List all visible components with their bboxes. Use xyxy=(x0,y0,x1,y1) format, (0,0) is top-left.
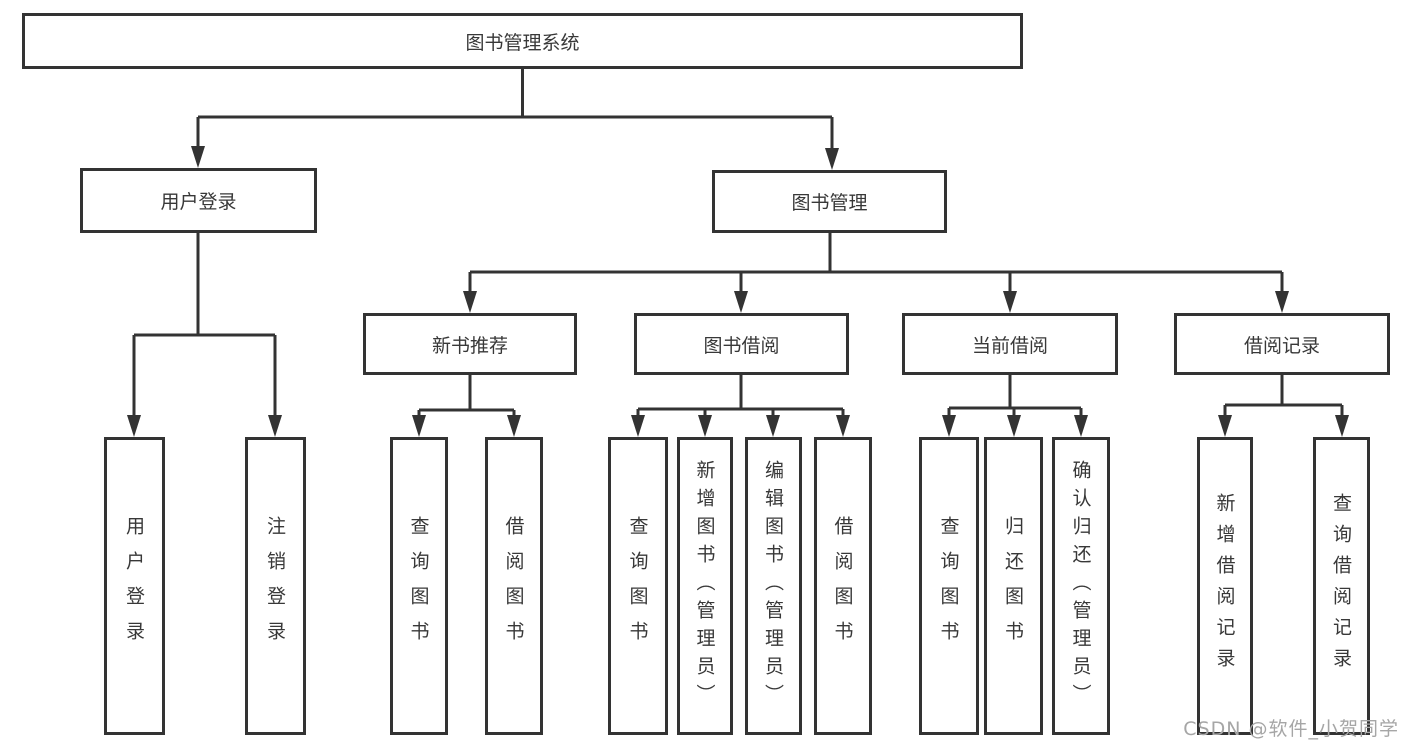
leaf-query-books-current: 查询图书 xyxy=(919,437,979,735)
leaf-confirm-return-admin-label: 确认归还（管理员） xyxy=(1069,460,1092,712)
leaf-query-books-recommend: 查询图书 xyxy=(390,437,448,735)
leaf-query-books-borrowing: 查询图书 xyxy=(608,437,668,735)
leaf-return-book-label: 归还图书 xyxy=(1002,516,1024,656)
leaf-user-login: 用户登录 xyxy=(104,437,165,735)
leaf-borrow-books-borrowing: 借阅图书 xyxy=(814,437,872,735)
node-root: 图书管理系统 xyxy=(22,13,1023,69)
leaf-add-borrow-record-label: 新增借阅记录 xyxy=(1213,493,1236,679)
node-root-label: 图书管理系统 xyxy=(465,31,580,54)
node-borrow-records-label: 借阅记录 xyxy=(1243,334,1320,357)
leaf-edit-book-admin-label: 编辑图书（管理员） xyxy=(762,460,784,712)
leaf-query-books-recommend-label: 查询图书 xyxy=(407,516,430,656)
node-current-borrowing: 当前借阅 xyxy=(902,313,1118,375)
leaf-add-book-admin: 新增图书（管理员） xyxy=(677,437,733,735)
leaf-edit-book-admin: 编辑图书（管理员） xyxy=(745,437,802,735)
node-book-borrowing: 图书借阅 xyxy=(634,313,849,375)
leaf-query-borrow-record-label: 查询借阅记录 xyxy=(1330,493,1352,679)
leaf-query-borrow-record: 查询借阅记录 xyxy=(1313,437,1370,735)
leaf-add-borrow-record: 新增借阅记录 xyxy=(1197,437,1253,735)
leaf-borrow-books-recommend: 借阅图书 xyxy=(485,437,543,735)
leaf-add-book-admin-label: 新增图书（管理员） xyxy=(693,460,716,712)
leaf-confirm-return-admin: 确认归还（管理员） xyxy=(1052,437,1110,735)
leaf-user-login-label: 用户登录 xyxy=(123,516,145,656)
node-book-management: 图书管理 xyxy=(712,170,947,233)
node-current-borrowing-label: 当前借阅 xyxy=(971,334,1048,357)
leaf-query-books-borrowing-label: 查询图书 xyxy=(626,516,649,656)
leaf-query-books-current-label: 查询图书 xyxy=(937,516,960,656)
leaf-borrow-books-borrowing-label: 借阅图书 xyxy=(831,516,854,656)
leaf-logout-label: 注销登录 xyxy=(264,516,286,656)
node-user-login-branch-label: 用户登录 xyxy=(160,191,237,213)
node-user-login-branch: 用户登录 xyxy=(80,168,317,233)
leaf-return-book: 归还图书 xyxy=(984,437,1043,735)
node-borrow-records: 借阅记录 xyxy=(1174,313,1390,375)
leaf-logout: 注销登录 xyxy=(245,437,306,735)
watermark: CSDN @软件_小贺同学 xyxy=(1183,718,1399,740)
node-new-book-recommend-label: 新书推荐 xyxy=(431,334,508,357)
node-book-management-label: 图书管理 xyxy=(791,192,868,214)
leaf-borrow-books-recommend-label: 借阅图书 xyxy=(502,516,525,656)
node-new-book-recommend: 新书推荐 xyxy=(363,313,577,375)
node-book-borrowing-label: 图书借阅 xyxy=(703,334,780,357)
